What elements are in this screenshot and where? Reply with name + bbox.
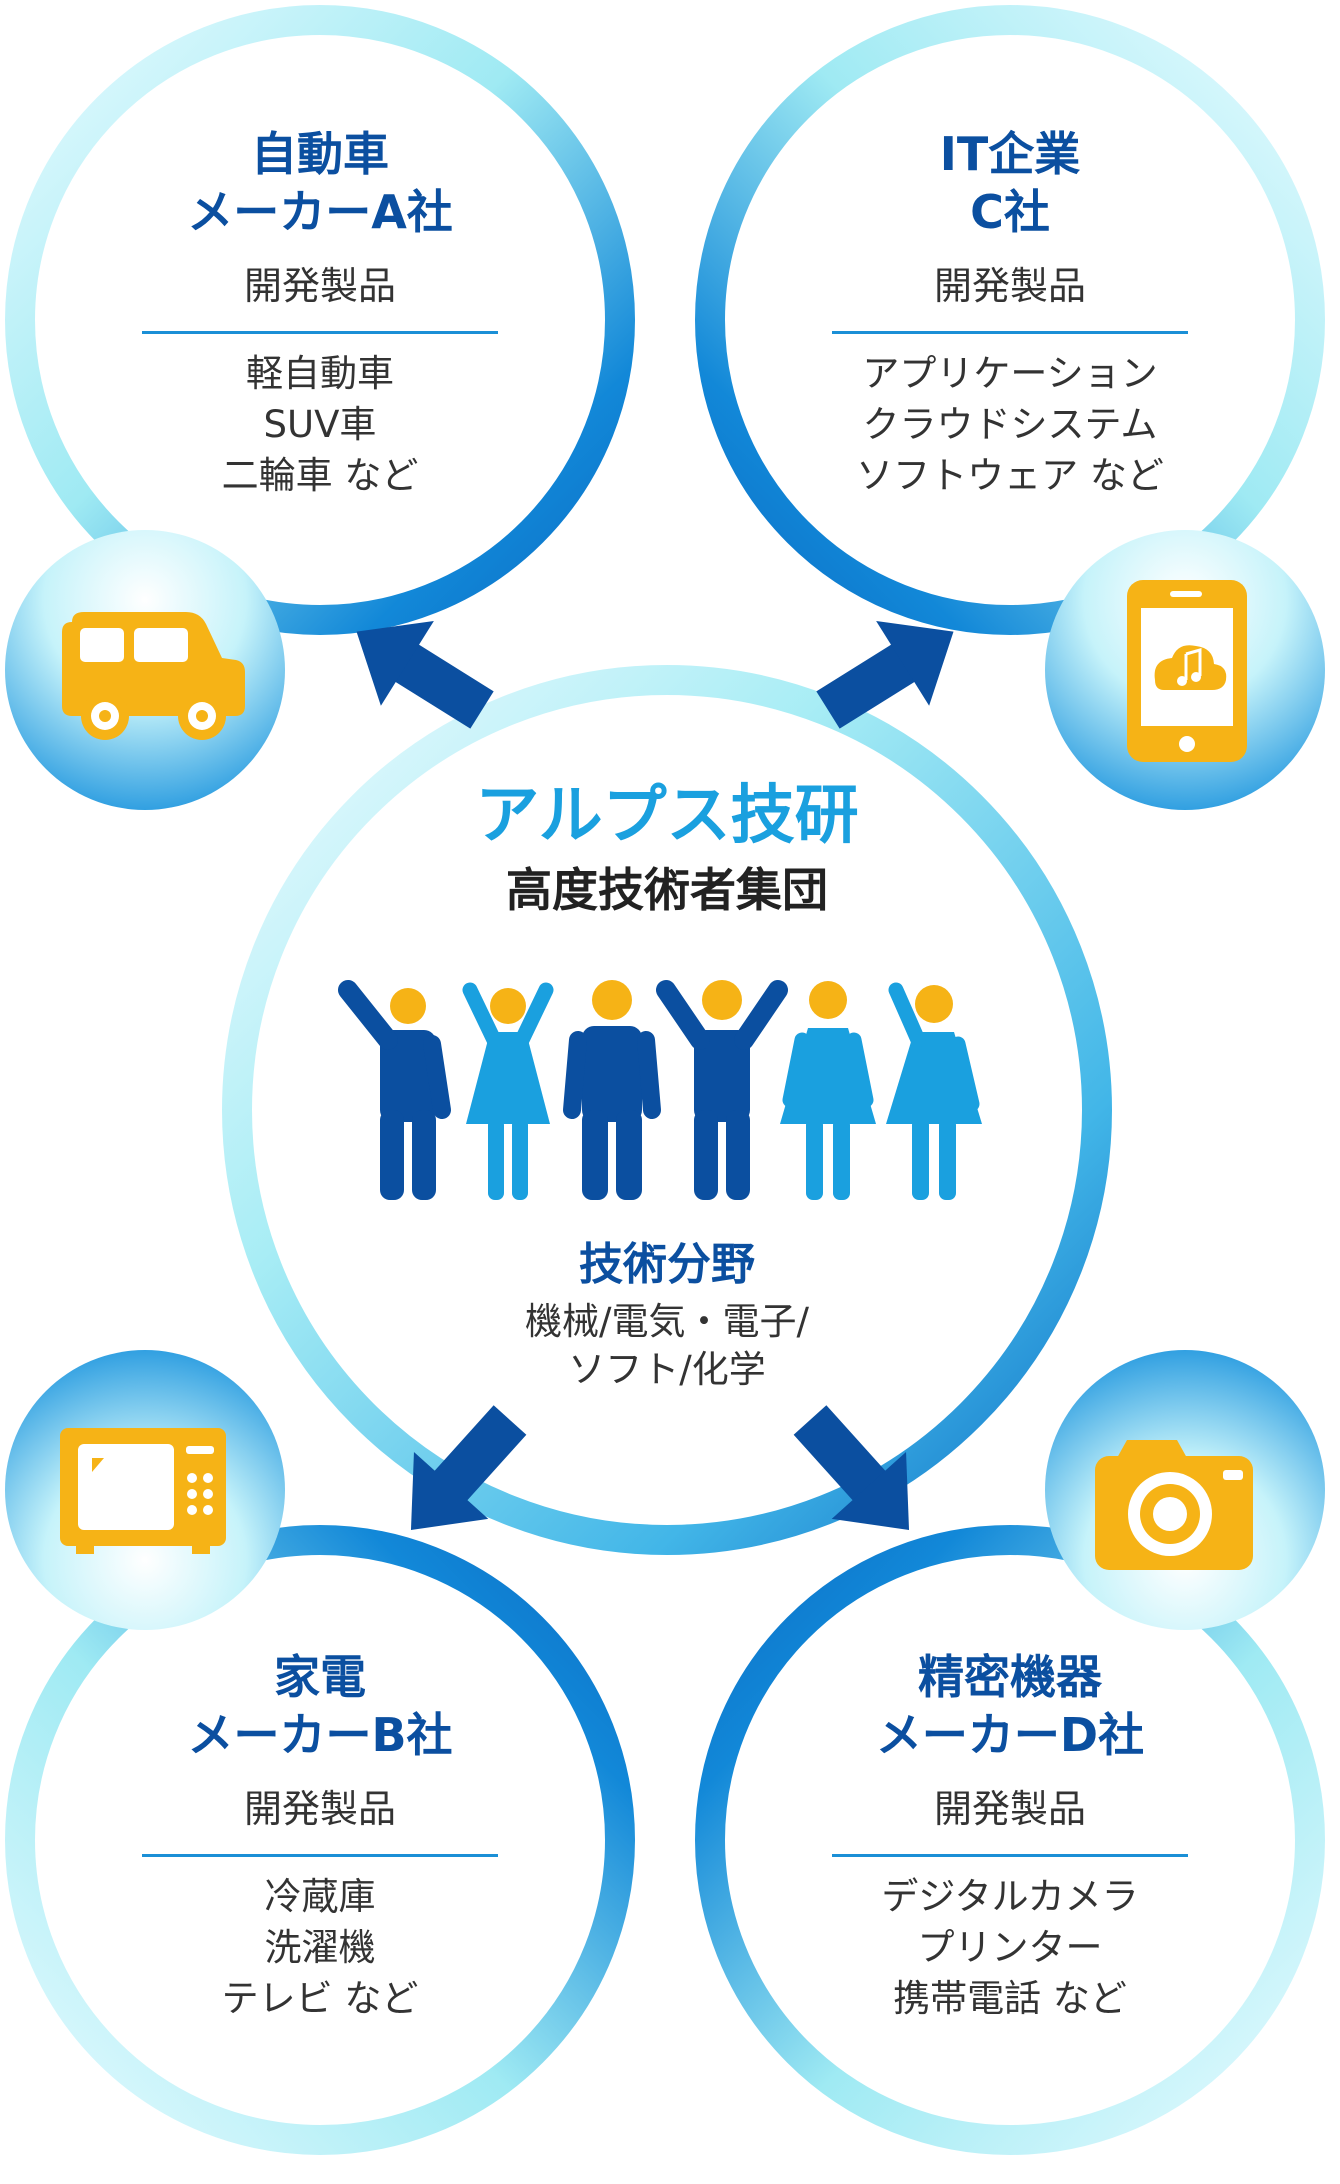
company-a-product-1: 軽自動車 [246,352,394,395]
fields-line-1: 機械/電気・電子/ [525,1300,809,1343]
company-b-product-2: 洗濯機 [264,1926,376,1969]
company-b-card: 家電 メーカーB社 開発製品 冷蔵庫 洗濯機 テレビ など [120,1648,520,2024]
person-icon [780,981,876,1200]
company-d-product-1: デジタルカメラ [881,1875,1139,1918]
company-d-card: 精密機器 メーカーD社 開発製品 デジタルカメラ プリンター 携帯電話 など [810,1648,1210,2024]
company-b-name-line2: メーカーB社 [187,1708,453,1762]
camera-icon [1095,1440,1253,1570]
company-a-divider [142,331,498,334]
company-d-product-3: 携帯電話 など [893,1977,1127,2020]
company-d-ring [695,1525,1325,2155]
company-d-name-line2: メーカーD社 [875,1708,1145,1762]
center-ring [222,665,1112,1555]
person-icon [462,982,554,1200]
company-c-card: IT企業 C社 開発製品 アプリケーション クラウドシステム ソフトウェア など [810,125,1210,501]
company-d-products-label: 開発製品 [933,1787,1086,1831]
person-icon [886,982,982,1200]
smartphone-cloud-music-icon [1127,580,1247,762]
company-a-product-3: 二輪車 など [221,454,419,497]
arrow-to-company-b [410,1405,527,1530]
center-card: アルプス技研 高度技術者集団 [367,778,967,920]
people-group-icon [338,980,982,1200]
company-d-product-2: プリンター [917,1926,1103,1969]
center-group-label: 高度技術者集団 [506,863,828,917]
fields-line-2: ソフト/化学 [568,1348,766,1391]
company-a-name-line2: メーカーA社 [187,185,453,239]
company-c-products-label: 開発製品 [933,264,1086,308]
company-a-ring [5,5,635,635]
company-c-product-1: アプリケーション [862,352,1158,395]
car-icon [62,612,245,740]
company-c-divider [832,331,1188,334]
company-c-product-2: クラウドシステム [862,403,1158,446]
arrow-to-company-c [816,620,954,729]
company-c-name-line2: C社 [970,185,1050,239]
company-b-products-label: 開発製品 [243,1787,396,1831]
microwave-icon [60,1428,226,1554]
arrow-to-company-d [793,1405,910,1530]
person-icon [338,980,451,1200]
company-b-product-3: テレビ など [221,1977,419,2020]
company-c-product-3: ソフトウェア など [856,454,1164,497]
company-a-product-2: SUV車 [263,403,377,446]
company-b-divider [142,1854,498,1857]
center-company-name: アルプス技研 [475,779,859,853]
company-a-name-line1: 自動車 [251,127,389,181]
company-d-name-line1: 精密機器 [918,1650,1102,1704]
center-fields: 技術分野 機械/電気・電子/ ソフト/化学 [417,1236,917,1394]
company-c-ring [695,5,1325,635]
company-b-name-line1: 家電 [274,1650,366,1704]
company-a-products-label: 開発製品 [243,264,396,308]
fields-title: 技術分野 [579,1239,755,1290]
company-b-ring [5,1525,635,2155]
person-icon [563,980,661,1200]
person-icon [656,980,788,1200]
company-c-name-line1: IT企業 [939,127,1081,181]
company-b-product-1: 冷蔵庫 [264,1875,376,1918]
arrow-to-company-a [356,620,494,729]
company-d-divider [832,1854,1188,1857]
company-a-card: 自動車 メーカーA社 開発製品 軽自動車 SUV車 二輪車 など [120,125,520,501]
